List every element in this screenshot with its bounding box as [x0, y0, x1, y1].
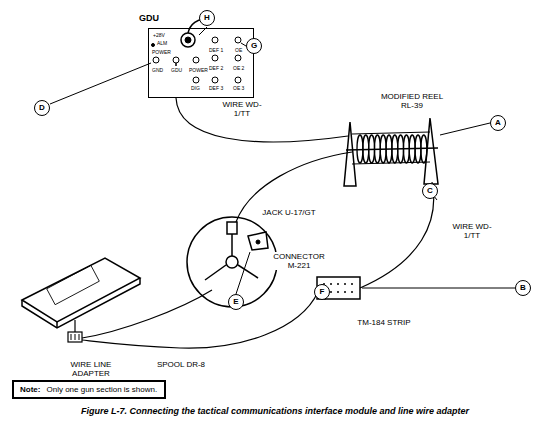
callout-letter-text: A	[495, 119, 501, 127]
callout-letter: B	[515, 280, 531, 296]
panel-label: DIG	[191, 85, 200, 91]
callout-letter-text: D	[39, 104, 45, 112]
callout-letter: C	[422, 183, 438, 199]
part-label: TM-184 STRIP	[352, 318, 416, 327]
panel-label: DEF 2	[209, 65, 223, 71]
note-heading: Note:	[20, 385, 40, 394]
panel-label: +28V	[153, 32, 165, 38]
figure-caption: Figure L-7. Connecting the tactical comm…	[81, 407, 469, 416]
panel-label: OE 3	[233, 85, 244, 91]
part-label: WIRE WD-1/TT	[450, 222, 494, 240]
callout-letter: G	[246, 38, 262, 54]
callout-letter: D	[34, 100, 50, 116]
panel-heading: GDU	[139, 13, 159, 23]
callout-letter: F	[314, 284, 330, 300]
note-box: Note: Only one gun section is shown.	[12, 380, 166, 399]
part-label: MODIFIED REEL RL-39	[376, 92, 448, 110]
panel-label: DEF 1	[209, 47, 223, 53]
panel-label: DEF 3	[209, 85, 223, 91]
part-label: SPOOL DR-8	[150, 360, 212, 369]
callout-letter-text: B	[520, 284, 526, 292]
part-label: CONNECTOR M-221	[270, 252, 328, 270]
callout-letter: H	[199, 10, 215, 26]
panel-label: ALM	[157, 40, 167, 46]
gdu-panel: GDU+28VALMPOWERGNDGDUPOWERDEF 1OEDEF 2OE…	[148, 28, 254, 98]
part-label: WIRE LINE ADAPTER	[54, 360, 128, 378]
panel-label: POWER	[152, 49, 171, 55]
callout-letter-text: E	[233, 298, 238, 306]
part-label: WIRE WD-1/TT	[220, 100, 264, 118]
callout-letter: A	[490, 115, 506, 131]
callout-letter-text: G	[251, 42, 257, 50]
panel-label: OE	[235, 47, 242, 53]
note-text: Only one gun section is shown.	[46, 385, 157, 394]
panel-label: OE 2	[233, 65, 244, 71]
panel-label: POWER	[189, 67, 208, 73]
part-label: JACK U-17/GT	[256, 208, 322, 217]
callout-letter-text: H	[204, 14, 210, 22]
panel-label: GND	[152, 67, 163, 73]
callout-letter: E	[228, 294, 244, 310]
callout-letter-text: F	[320, 288, 325, 296]
panel-label: GDU	[171, 67, 182, 73]
callout-letter-text: C	[427, 187, 433, 195]
